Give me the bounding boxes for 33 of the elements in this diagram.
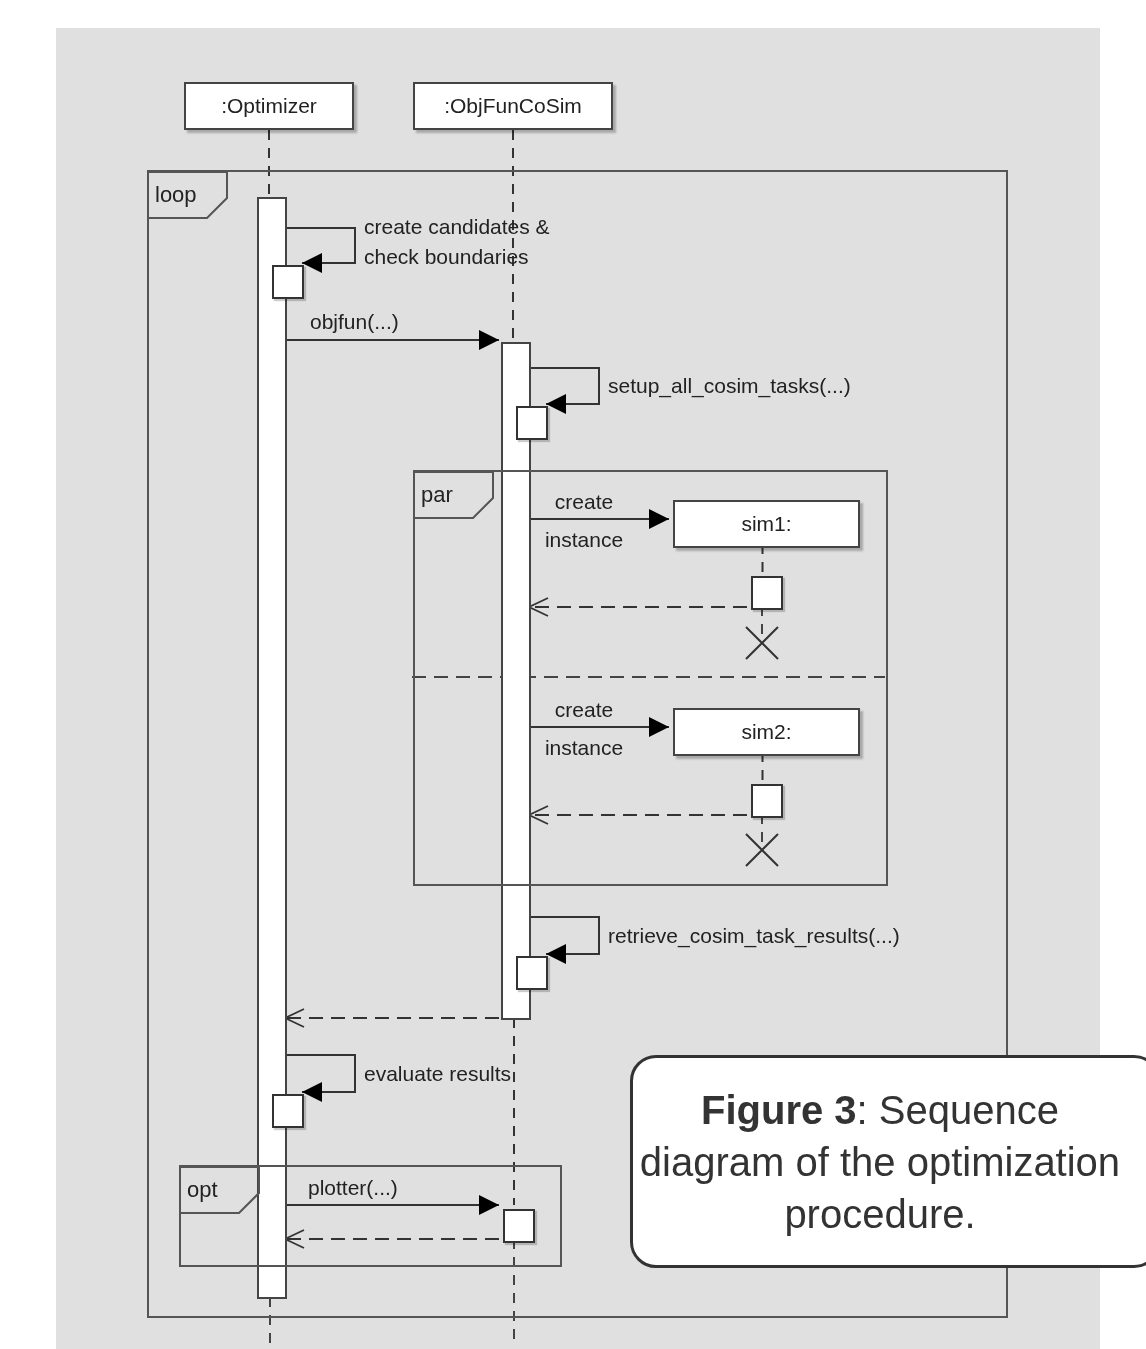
activation-bar xyxy=(501,342,531,1020)
lifeline-head-box xyxy=(184,82,354,130)
activation-box xyxy=(503,1209,535,1243)
message-label: setup_all_cosim_tasks(...) xyxy=(608,373,852,400)
activation-bar xyxy=(257,197,287,1299)
activation-box xyxy=(272,1094,304,1128)
object-name: :Optimizer xyxy=(221,93,317,120)
message-label: create instance xyxy=(543,697,625,761)
lifeline xyxy=(268,129,270,196)
object-name: sim2: xyxy=(741,719,792,746)
message-label: plotter(...) xyxy=(308,1175,399,1201)
fragment-frame xyxy=(413,470,888,886)
message-label: create candidates & check boundaries xyxy=(364,214,551,270)
object-box xyxy=(673,500,860,548)
activation-box xyxy=(516,406,548,440)
lifeline xyxy=(512,129,514,341)
lifeline-head-box xyxy=(413,82,613,130)
activation-box xyxy=(516,956,548,990)
message-label: evaluate results xyxy=(364,1061,513,1087)
activation-box xyxy=(272,265,304,299)
object-name: sim1: xyxy=(741,511,792,538)
message-label: create instance xyxy=(543,489,625,553)
fragment-operator: par xyxy=(421,481,453,509)
object-name: :ObjFunCoSim xyxy=(444,93,582,120)
fragment-operator: opt xyxy=(187,1176,218,1204)
fragment-operator: loop xyxy=(155,181,197,209)
figure-caption: Figure 3: Sequence diagram of the optimization procedure. xyxy=(638,1086,1122,1238)
fragment-frame xyxy=(179,1165,562,1267)
message-label: objfun(...) xyxy=(310,309,400,335)
message-label: retrieve_cosim_task_results(...) xyxy=(608,923,901,950)
activation-box xyxy=(751,784,783,818)
activation-box xyxy=(751,576,783,610)
object-box xyxy=(673,708,860,756)
